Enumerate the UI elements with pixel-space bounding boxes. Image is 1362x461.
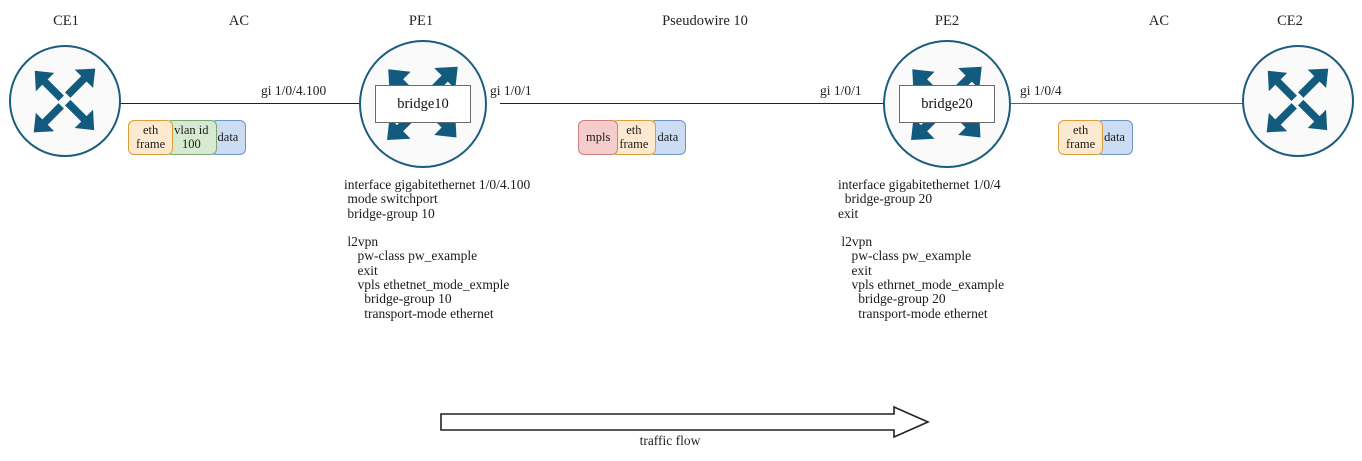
packet-field-line: data bbox=[657, 129, 679, 144]
ce2-router[interactable] bbox=[1242, 45, 1354, 157]
traffic-flow-label: traffic flow bbox=[639, 433, 701, 448]
ce1-pe1-link bbox=[114, 103, 378, 104]
node-label-pe1: PE1 bbox=[408, 13, 434, 29]
pe1-config: interface gigabitethernet 1/0/4.100 mode… bbox=[344, 177, 531, 321]
pe2-config: interface gigabitethernet 1/0/4 bridge-g… bbox=[838, 177, 1005, 321]
iface-pe1-gi-1-0-1: gi 1/0/1 bbox=[490, 83, 532, 98]
packet-field-line: eth bbox=[1072, 123, 1089, 137]
iface-gi-1-0-4-100: gi 1/0/4.100 bbox=[261, 83, 327, 98]
iface-pe2-gi-1-0-1: gi 1/0/1 bbox=[820, 83, 862, 98]
packet-field-line: 100 bbox=[181, 136, 201, 151]
node-label-ac-left: AC bbox=[228, 13, 250, 29]
node-label-ce2: CE2 bbox=[1277, 13, 1303, 29]
packet-field-line: mpls bbox=[586, 129, 611, 144]
traffic-flow-arrow-icon bbox=[440, 405, 930, 443]
router-multidirectional-arrows-icon bbox=[1244, 47, 1352, 155]
packet-field-line: eth bbox=[626, 123, 642, 137]
router-multidirectional-arrows-icon bbox=[11, 47, 119, 155]
packet-field-line: frame bbox=[1066, 136, 1096, 151]
packet-field-line: eth bbox=[142, 123, 159, 137]
packet-stack-pseudowire-mpls-field: mpls bbox=[578, 120, 619, 155]
packet-field-line: data bbox=[1104, 129, 1125, 144]
pe2-ce2-link bbox=[1004, 103, 1272, 104]
pe1-bridge-box[interactable]: bridge10 bbox=[375, 85, 471, 123]
ce1-router[interactable] bbox=[9, 45, 121, 157]
iface-gi-1-0-4: gi 1/0/4 bbox=[1020, 83, 1062, 98]
node-label-pe2: PE2 bbox=[934, 13, 960, 29]
packet-field-line: data bbox=[217, 129, 239, 144]
packet-field-line: frame bbox=[136, 136, 166, 151]
pe1-pe2-link bbox=[500, 103, 897, 104]
pe2-bridge-box[interactable]: bridge20 bbox=[899, 85, 995, 123]
packet-field-line: vlan id bbox=[174, 123, 209, 137]
node-label-pseudowire: Pseudowire 10 bbox=[662, 13, 748, 29]
node-label-ce1: CE1 bbox=[53, 13, 79, 29]
packet-field-line: frame bbox=[619, 136, 649, 151]
node-label-ac-right: AC bbox=[1148, 13, 1170, 29]
